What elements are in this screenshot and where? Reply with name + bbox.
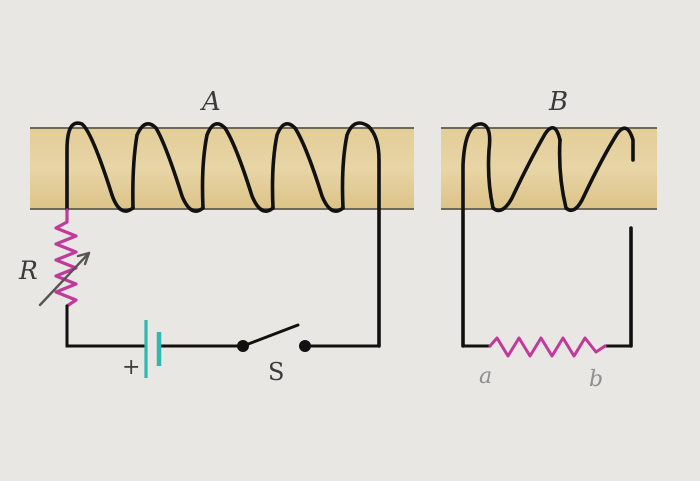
resistor-ab xyxy=(488,336,607,358)
terminal-b-label: b xyxy=(589,367,603,392)
coil-a-label: A xyxy=(200,87,221,117)
battery-plus-sign: + xyxy=(122,355,140,380)
terminal-a-label: a xyxy=(479,364,492,389)
coil-b xyxy=(461,122,635,348)
switch xyxy=(237,323,311,352)
switch-label: S xyxy=(268,358,284,386)
rheostat xyxy=(38,208,91,308)
rheostat-label: R xyxy=(18,256,38,285)
coil-b-label: B xyxy=(548,87,568,117)
core-a xyxy=(30,128,414,209)
primary-circuit-wires xyxy=(65,304,381,348)
core-b xyxy=(441,128,657,209)
coil-a xyxy=(65,121,381,348)
battery xyxy=(144,320,162,378)
